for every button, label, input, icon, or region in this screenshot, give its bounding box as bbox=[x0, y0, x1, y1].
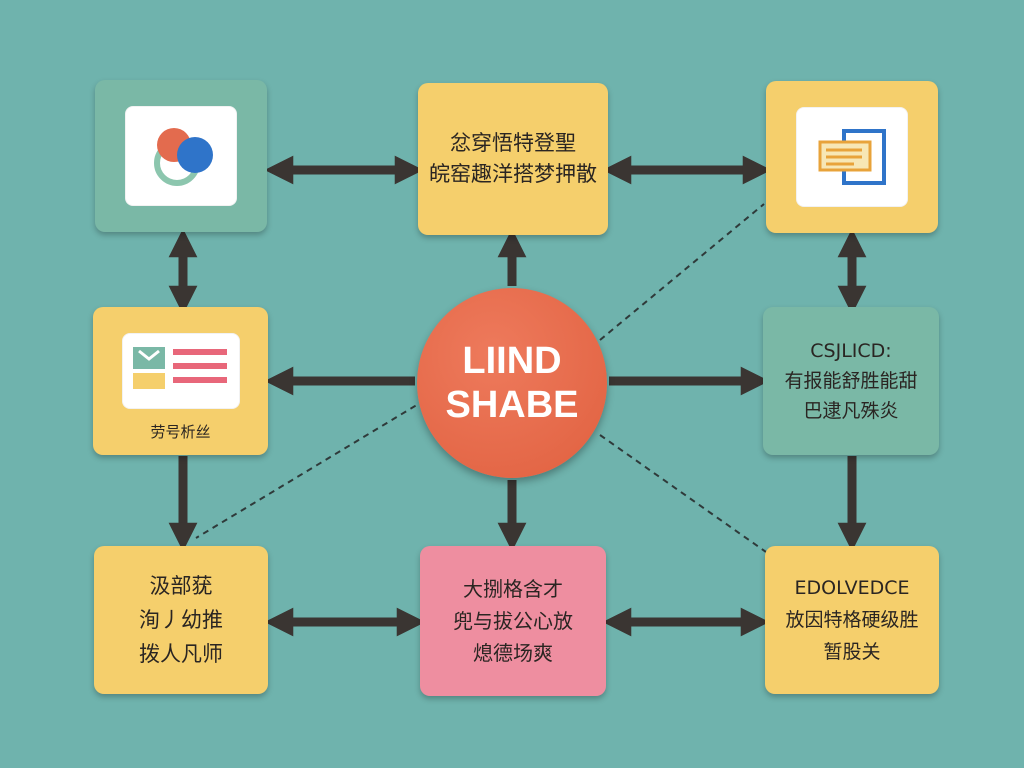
dashed-link-hub-to-top-right bbox=[599, 203, 765, 341]
dashed-link-hub-to-middle-left bbox=[195, 399, 426, 539]
node-bottom-center-text: 大捌格含才 兜与拔公心放 熄德场爽 bbox=[453, 577, 573, 665]
node-top-left[interactable] bbox=[95, 80, 267, 232]
node-middle-right[interactable]: CSJLICD: 有报能舒胜能甜 巴逮凡殊炎 bbox=[763, 307, 939, 455]
node-bottom-left-text: 汲部莸 洵丿幼推 拨人凡师 bbox=[139, 574, 223, 666]
document-frame-icon bbox=[818, 129, 886, 185]
node-bottom-right-text: EDOLVEDCE 放因特格硬级胜 暂股关 bbox=[785, 577, 919, 663]
node-middle-right-text: CSJLICD: 有报能舒胜能甜 巴逮凡殊炎 bbox=[784, 340, 918, 422]
node-bottom-center[interactable]: 大捌格含才 兜与拔公心放 熄德场爽 bbox=[420, 546, 606, 696]
node-top-center[interactable]: 忿穿悟特登聖 皖窑趣洋搭梦押散 bbox=[418, 83, 608, 235]
node-bottom-left[interactable]: 汲部莸 洵丿幼推 拨人凡师 bbox=[94, 546, 268, 694]
hub-label-line2: SHABE bbox=[445, 384, 579, 426]
icon-card bbox=[121, 333, 240, 409]
node-bottom-right[interactable]: EDOLVEDCE 放因特格硬级胜 暂股关 bbox=[765, 546, 939, 694]
central-hub[interactable]: LIIND SHABE bbox=[417, 288, 607, 478]
node-middle-left[interactable]: 劳号析丝 bbox=[93, 307, 268, 455]
node-middle-left-text: 劳号析丝 bbox=[150, 423, 211, 441]
node-top-right[interactable] bbox=[766, 81, 938, 233]
dashed-link-hub-to-bottom-right bbox=[599, 434, 767, 553]
icon-card bbox=[796, 107, 908, 207]
node-top-center-text: 忿穿悟特登聖 皖窑趣洋搭梦押散 bbox=[429, 131, 597, 186]
hub-label-line1: LIIND bbox=[462, 340, 562, 382]
overlapping-circles-icon bbox=[154, 128, 213, 186]
id-card-icon bbox=[132, 347, 227, 389]
icon-card bbox=[125, 106, 237, 206]
